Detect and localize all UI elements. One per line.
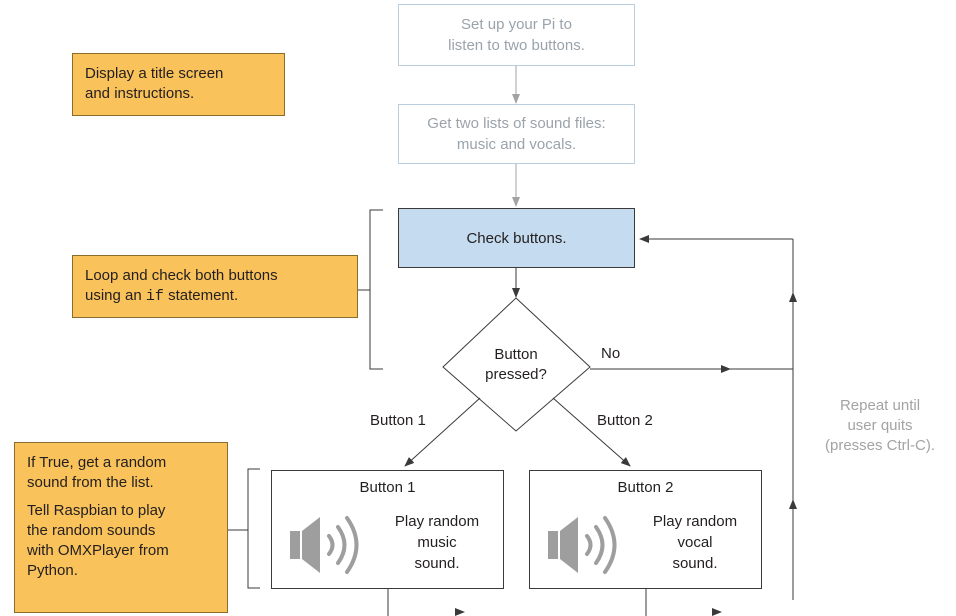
action-button1-desc-line3: sound. [414, 555, 460, 572]
action-button2-desc-line3: sound. [672, 555, 718, 572]
arrow-to-button2 [552, 397, 631, 467]
note-random-p2-line3: with OMXPlayer from [27, 542, 169, 559]
action-button2-desc: Play random vocal sound. [640, 511, 750, 574]
action-button2: Button 2 Play random vocal sound. [529, 470, 762, 589]
speaker-icon [548, 516, 617, 574]
note-loop-line2-pre: using an [85, 287, 146, 304]
note-random-p1-line2: sound from the list. [27, 474, 154, 491]
step-setup: Set up your Pi to listen to two buttons. [398, 4, 635, 66]
note-random-p2-line4: Python. [27, 562, 78, 579]
bracket-random [247, 468, 260, 589]
step-setup-line1: Set up your Pi to [461, 16, 572, 33]
step-sound-lists-line1: Get two lists of sound files: [427, 115, 606, 132]
step-setup-line2: listen to two buttons. [448, 37, 585, 54]
action-button2-desc-line2: vocal [677, 534, 713, 551]
action-button1-desc: Play random music sound. [382, 511, 492, 574]
action-button2-desc-line1: Play random [652, 513, 738, 530]
note-loop-line1: Loop and check both buttons [85, 267, 278, 284]
note-random-p2: Tell Raspbian to play the random sounds … [27, 501, 215, 581]
note-random-p1: If True, get a random sound from the lis… [27, 453, 215, 493]
note-random-p2-line2: the random sounds [27, 522, 156, 539]
note-loop-line2-post: statement. [163, 287, 239, 304]
repeat-label-line2: user quits [847, 417, 913, 434]
repeat-label-line1: Repeat until [839, 397, 921, 414]
decision-label-line1: Button [494, 346, 538, 363]
note-random-p2-line1: Tell Raspbian to play [27, 502, 166, 519]
note-title-screen-line2: and instructions. [85, 85, 195, 102]
action-button1-desc-line2: music [417, 534, 457, 551]
note-random-sound: If True, get a random sound from the lis… [14, 442, 228, 613]
decision-label: Button pressed? [466, 345, 566, 385]
step-sound-lists-line2: music and vocals. [456, 136, 577, 153]
edge-label-no: No [601, 345, 621, 362]
step-check-buttons: Check buttons. [398, 208, 635, 268]
note-title-screen-line1: Display a title screen [85, 65, 224, 82]
action-button1-desc-line1: Play random [394, 513, 480, 530]
edge-label-button1: Button 1 [370, 412, 426, 429]
decision-label-line2: pressed? [485, 366, 547, 383]
speaker-icon [290, 516, 359, 574]
note-loop: Loop and check both buttons using an if … [72, 255, 358, 318]
bracket-loop [369, 209, 383, 370]
note-loop-code: if [145, 288, 164, 305]
note-random-p1-line1: If True, get a random [27, 454, 167, 471]
arrow-to-button1 [404, 397, 481, 467]
note-loop-line2: using an if statement. [85, 286, 345, 307]
note-title-screen: Display a title screen and instructions. [72, 53, 285, 116]
repeat-label-line3: (presses Ctrl-C). [824, 437, 935, 454]
repeat-label: Repeat until user quits (presses Ctrl-C)… [805, 396, 955, 456]
step-sound-lists: Get two lists of sound files: music and … [398, 104, 635, 164]
action-button1: Button 1 Play random music sound. [271, 470, 504, 589]
action-button2-title: Button 2 [617, 479, 674, 496]
edge-label-button2: Button 2 [597, 412, 653, 429]
action-button1-title: Button 1 [359, 479, 416, 496]
step-check-buttons-label: Check buttons. [466, 229, 567, 247]
